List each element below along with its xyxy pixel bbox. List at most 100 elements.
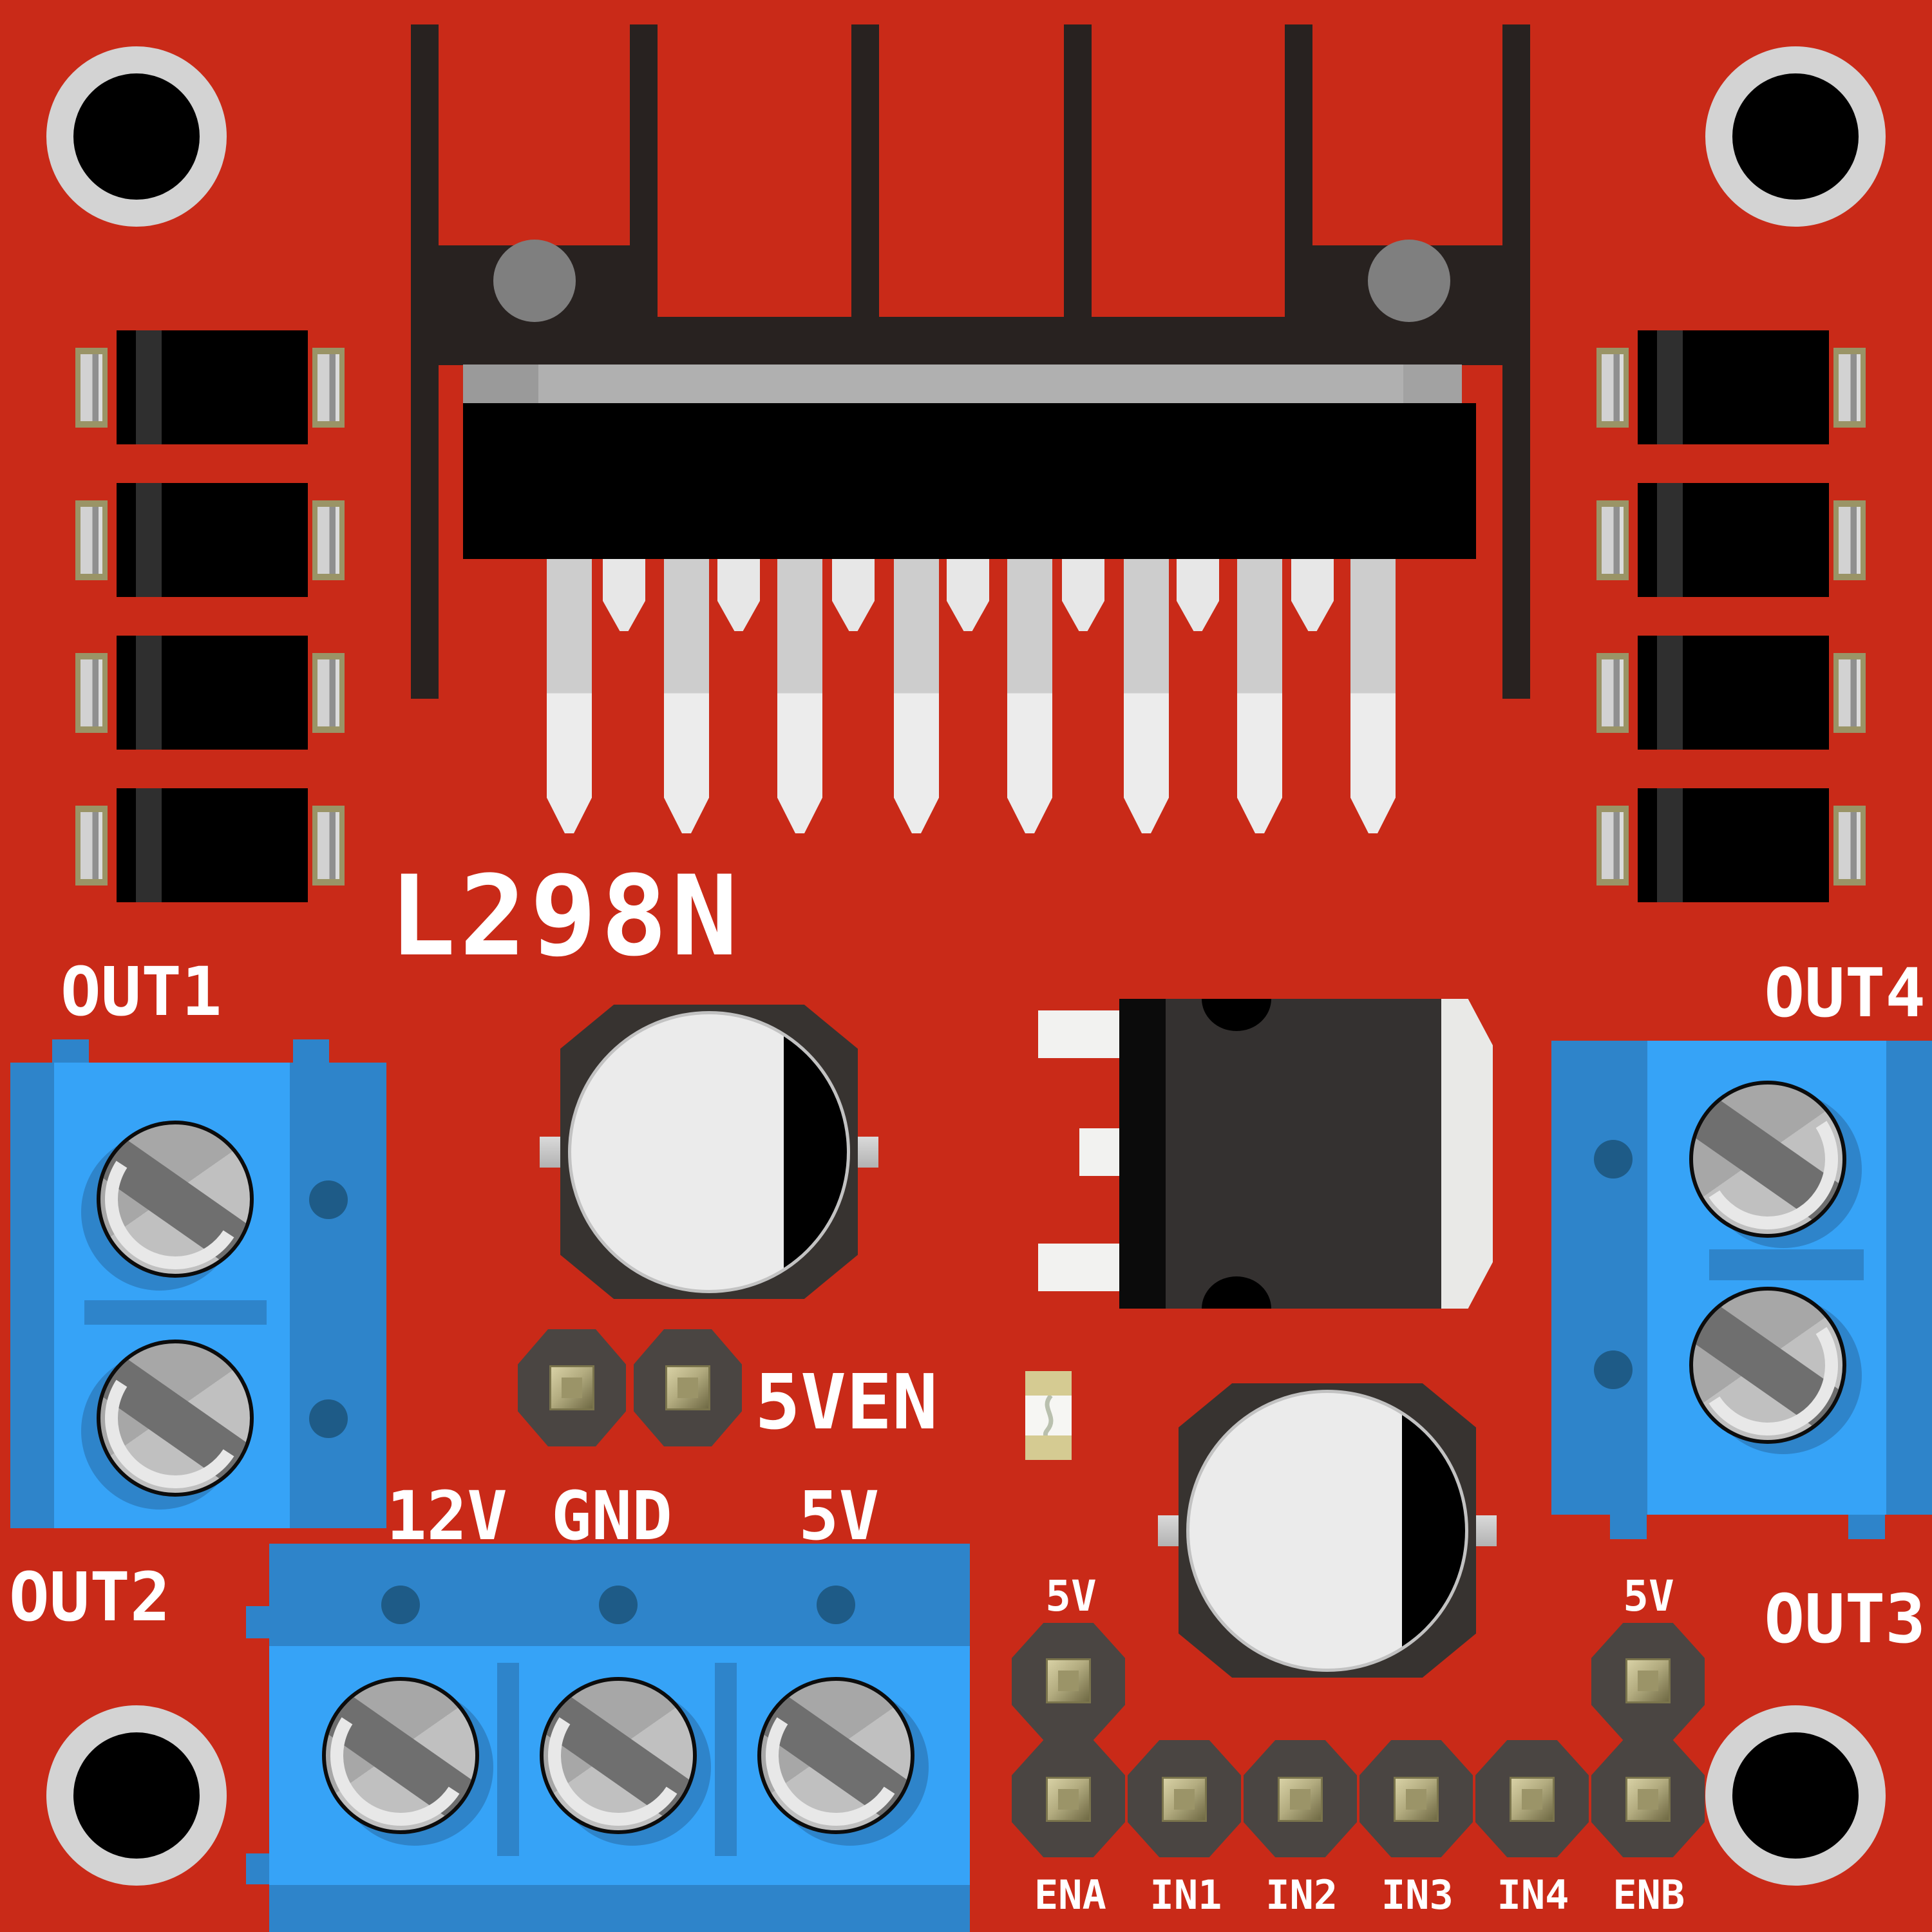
ic-pin xyxy=(1124,559,1169,833)
heatsink-fin xyxy=(851,24,879,317)
diode-cathode-stripe xyxy=(136,788,162,902)
diode-pad xyxy=(75,348,108,428)
label-5v: 5V xyxy=(799,1477,880,1555)
ic-pin xyxy=(947,559,989,631)
terminal-pinhole xyxy=(309,1180,348,1219)
header-pad xyxy=(1625,1658,1671,1703)
diode-lead xyxy=(1839,354,1861,421)
header-pad-face xyxy=(1058,1671,1079,1691)
terminal-screw[interactable] xyxy=(757,1677,929,1846)
diode-cathode-stripe xyxy=(1657,636,1683,750)
diode[interactable] xyxy=(1596,330,1866,444)
diode-cathode-stripe xyxy=(1657,483,1683,597)
diode-pad xyxy=(75,806,108,886)
capacitor-body xyxy=(560,1005,858,1299)
screw-head xyxy=(1689,1081,1846,1238)
screw-head xyxy=(757,1677,914,1834)
capacitor-polarity-mark xyxy=(783,1014,847,1290)
diode-lead xyxy=(317,507,339,574)
diode-pad xyxy=(1596,348,1629,428)
diode-pad xyxy=(312,806,345,886)
header-pad xyxy=(665,1365,710,1410)
power-led[interactable] xyxy=(1025,1371,1072,1460)
regulator-tab xyxy=(1441,999,1493,1309)
diode-pad xyxy=(312,348,345,428)
diode-lead xyxy=(80,354,102,421)
header-pad xyxy=(1046,1777,1091,1822)
header-pad-face xyxy=(1058,1789,1079,1810)
regulator-hole xyxy=(1202,1276,1271,1309)
header-pad-face xyxy=(1406,1789,1426,1810)
ic-pin xyxy=(1177,559,1219,631)
header-pad-face xyxy=(677,1378,698,1398)
chip-label: L298N xyxy=(389,851,742,981)
ic-body xyxy=(463,403,1476,559)
header-pad xyxy=(1510,1777,1555,1822)
terminal-flange xyxy=(290,1063,386,1528)
ic-pin xyxy=(777,559,822,833)
terminal-tab xyxy=(1610,1515,1647,1539)
diode-lead xyxy=(1839,812,1861,879)
ic-tab-end xyxy=(463,365,538,403)
electrolytic-capacitor[interactable] xyxy=(1158,1383,1497,1678)
diode[interactable] xyxy=(1596,636,1866,750)
diode-lead xyxy=(1602,659,1624,726)
diode[interactable] xyxy=(75,636,345,750)
diode-pad xyxy=(1833,500,1866,580)
label-out1: OUT1 xyxy=(61,952,222,1031)
heatsink-base xyxy=(411,317,1530,365)
terminal-pinhole xyxy=(817,1586,855,1624)
electrolytic-capacitor[interactable] xyxy=(540,1005,878,1299)
terminal-divider xyxy=(497,1663,519,1856)
label-in1: IN1 xyxy=(1150,1871,1222,1918)
terminal-screw[interactable] xyxy=(322,1677,493,1846)
terminal-tab xyxy=(1848,1515,1885,1539)
label-5ven: 5VEN xyxy=(755,1358,938,1446)
terminal-tab xyxy=(246,1606,269,1638)
diode-lead xyxy=(1839,507,1861,574)
diode[interactable] xyxy=(75,483,345,597)
label-in4: IN4 xyxy=(1497,1871,1569,1918)
terminal-screw[interactable] xyxy=(81,1121,254,1291)
diode-pad xyxy=(1833,806,1866,886)
led-terminal xyxy=(1025,1371,1072,1396)
regulator-body xyxy=(1166,999,1441,1309)
diode-lead xyxy=(1602,812,1624,879)
header-pad-face xyxy=(1290,1789,1311,1810)
ic-pin xyxy=(664,559,709,833)
terminal-tab xyxy=(293,1039,329,1064)
mounting-hole xyxy=(46,1705,227,1886)
terminal-screw[interactable] xyxy=(1689,1081,1862,1248)
capacitor-lead xyxy=(1473,1515,1497,1546)
terminal-pinhole xyxy=(309,1399,348,1438)
ic-pin xyxy=(1237,559,1282,833)
terminal-screw[interactable] xyxy=(540,1677,711,1846)
label-enb: ENB xyxy=(1613,1871,1685,1918)
diode-pad xyxy=(75,500,108,580)
diode-cathode-stripe xyxy=(136,483,162,597)
diode[interactable] xyxy=(1596,483,1866,597)
capacitor-body xyxy=(1179,1383,1476,1678)
header-pad xyxy=(1625,1777,1671,1822)
terminal-screw[interactable] xyxy=(81,1340,254,1510)
terminal-bottom-band xyxy=(269,1885,970,1932)
terminal-tab xyxy=(52,1039,89,1064)
label-in3: IN3 xyxy=(1381,1871,1454,1918)
diode-pad xyxy=(1596,806,1629,886)
regulator-pin xyxy=(1038,1010,1124,1058)
capacitor-lead xyxy=(540,1137,563,1168)
diode-cathode-stripe xyxy=(1657,788,1683,902)
diode-lead xyxy=(1602,507,1624,574)
diode[interactable] xyxy=(75,788,345,902)
diode-pad xyxy=(1596,653,1629,733)
terminal-pinhole xyxy=(599,1586,638,1624)
header-pad-face xyxy=(1174,1789,1195,1810)
terminal-screw[interactable] xyxy=(1689,1287,1862,1454)
diode-cathode-stripe xyxy=(136,330,162,444)
diode-lead xyxy=(317,812,339,879)
diode[interactable] xyxy=(75,330,345,444)
label-pin-row: ENA IN1 IN2 IN3 IN4 ENB xyxy=(1012,1875,1707,1915)
header-pad xyxy=(1394,1777,1439,1822)
diode-lead xyxy=(1839,659,1861,726)
diode[interactable] xyxy=(1596,788,1866,902)
